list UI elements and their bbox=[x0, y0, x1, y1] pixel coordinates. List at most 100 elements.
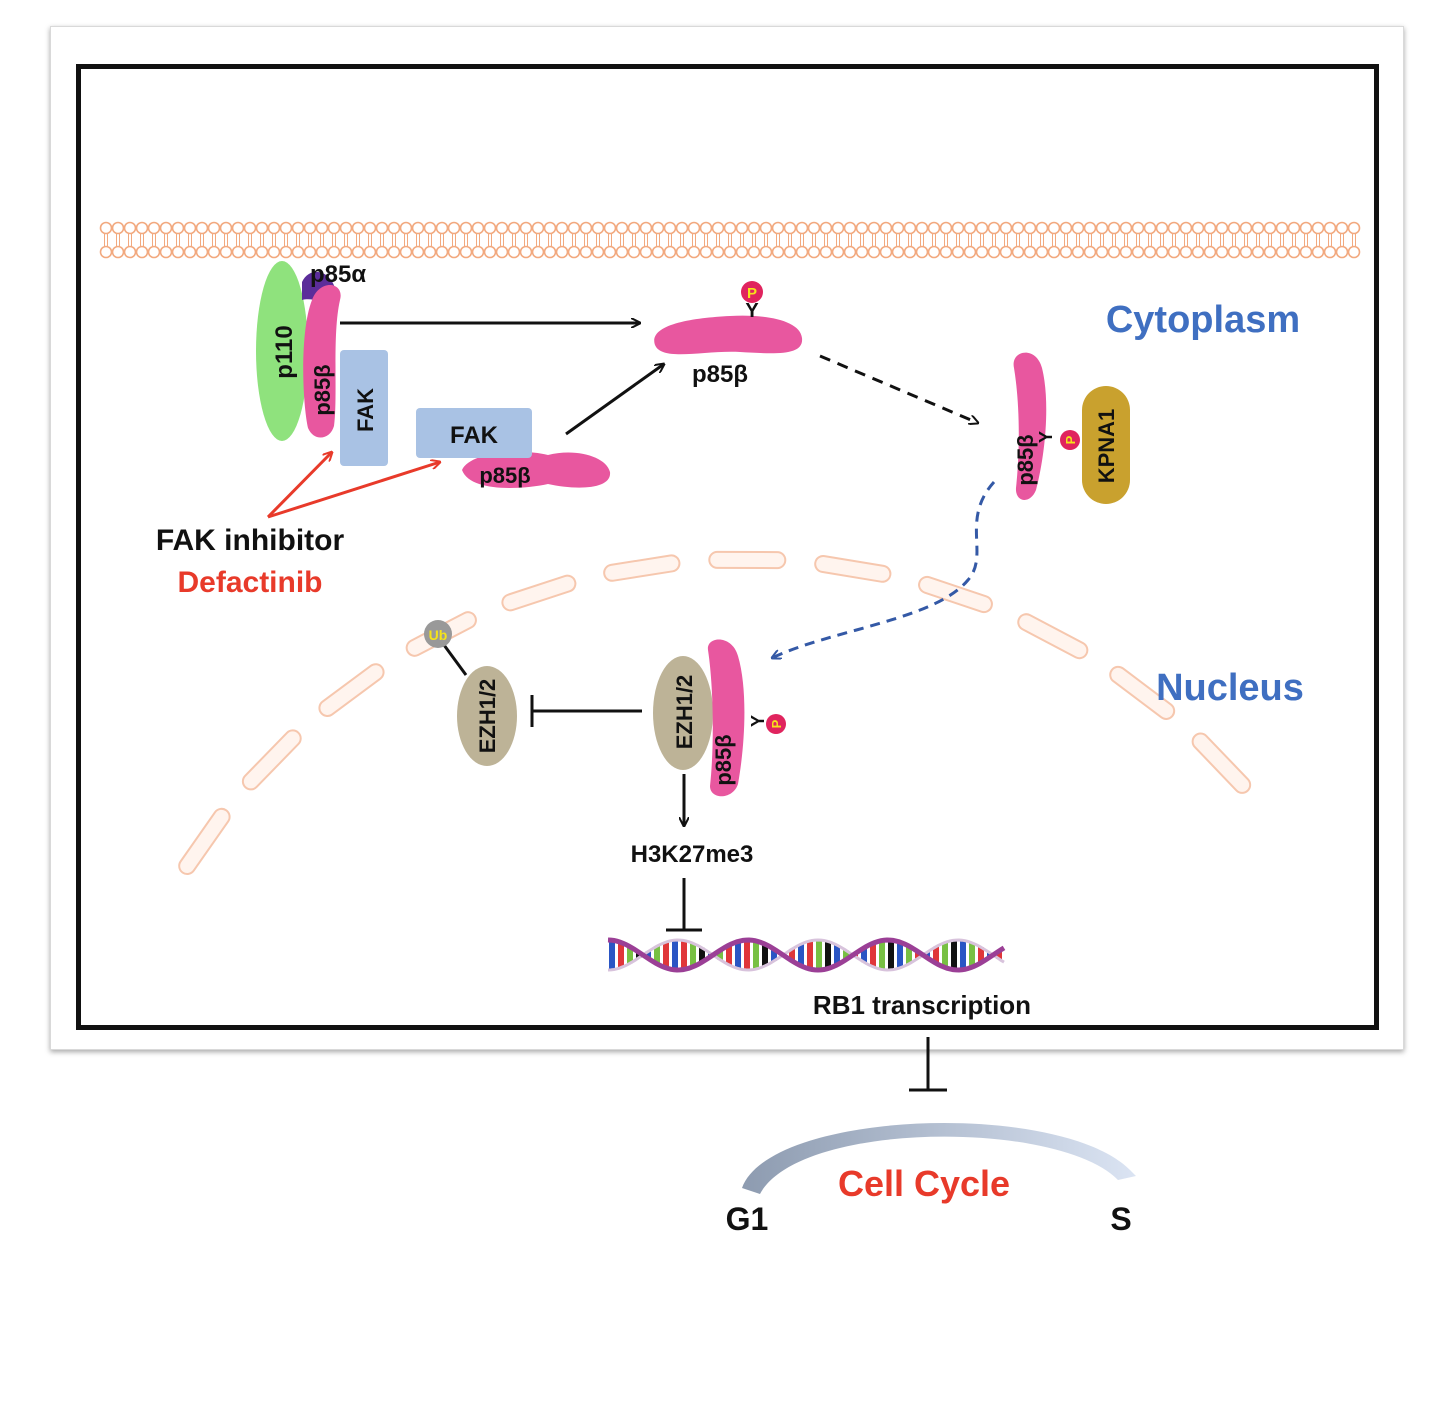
lipid-head bbox=[615, 221, 629, 235]
lipid-head bbox=[639, 221, 653, 235]
lipid-head bbox=[303, 245, 317, 259]
envelope-pore-segment bbox=[318, 663, 385, 717]
lipid-head bbox=[987, 245, 1001, 259]
lipid-head bbox=[1059, 221, 1073, 235]
lipid-head bbox=[1179, 221, 1193, 235]
fak-free-label: FAK bbox=[450, 422, 499, 449]
envelope-segment bbox=[814, 555, 892, 583]
envelope-pore-segment bbox=[708, 550, 787, 570]
lipid-head bbox=[735, 221, 749, 235]
lipid-head bbox=[1011, 245, 1025, 259]
lipid-head bbox=[495, 245, 509, 259]
lipid-head bbox=[867, 245, 881, 259]
lipid-head bbox=[867, 221, 881, 235]
lipid-head bbox=[1335, 245, 1349, 259]
lipid-head bbox=[807, 221, 821, 235]
lipid-head bbox=[999, 221, 1013, 235]
lipid-head bbox=[1059, 245, 1073, 259]
lipid-head bbox=[255, 221, 269, 235]
lipid-head bbox=[1299, 221, 1313, 235]
lipid-head bbox=[879, 245, 893, 259]
lipid-head bbox=[663, 221, 677, 235]
nuclear-phospho-circle bbox=[766, 714, 786, 734]
lipid-head bbox=[567, 245, 581, 259]
lipid-head bbox=[1131, 221, 1145, 235]
lipid-head bbox=[855, 221, 869, 235]
lipid-head bbox=[1119, 245, 1133, 259]
lipid-head bbox=[147, 221, 161, 235]
lipid-head bbox=[447, 221, 461, 235]
kpna1-label: KPNA1 bbox=[1094, 409, 1119, 484]
lipid-head bbox=[963, 245, 977, 259]
lipid-head bbox=[531, 245, 545, 259]
lipid-head bbox=[567, 221, 581, 235]
lipid-head bbox=[675, 221, 689, 235]
lipid-head bbox=[1299, 245, 1313, 259]
lipid-head bbox=[543, 245, 557, 259]
lipid-head bbox=[843, 221, 857, 235]
lipid-head bbox=[819, 221, 833, 235]
lipid-head bbox=[387, 245, 401, 259]
lipid-head bbox=[591, 245, 605, 259]
dna-strand-back bbox=[607, 938, 1005, 972]
lipid-head bbox=[1071, 245, 1085, 259]
lipid-head bbox=[1047, 245, 1061, 259]
lipid-head bbox=[387, 221, 401, 235]
lipid-head bbox=[1227, 221, 1241, 235]
ub-circle bbox=[424, 620, 452, 648]
lipid-head bbox=[747, 245, 761, 259]
lipid-head bbox=[1347, 245, 1361, 259]
lipid-head bbox=[1179, 245, 1193, 259]
ub-ezh-complex: Ub EZH1/2 bbox=[424, 620, 517, 766]
lipid-head bbox=[159, 245, 173, 259]
lipid-head bbox=[99, 245, 113, 259]
envelope-segment bbox=[1109, 665, 1176, 720]
lipid-head bbox=[1191, 221, 1205, 235]
lipid-head bbox=[459, 221, 473, 235]
lipid-head bbox=[951, 245, 965, 259]
lipid-head bbox=[795, 221, 809, 235]
lipid-head bbox=[495, 221, 509, 235]
lipid-head bbox=[627, 245, 641, 259]
lipid-head bbox=[1239, 221, 1253, 235]
ezh-active-protein bbox=[653, 656, 713, 770]
lipid-head bbox=[1203, 221, 1217, 235]
lipid-head bbox=[195, 245, 209, 259]
lipid-head bbox=[483, 245, 497, 259]
lipid-head bbox=[1131, 245, 1145, 259]
lipid-head bbox=[651, 245, 665, 259]
lipid-head bbox=[1227, 245, 1241, 259]
lipid-head bbox=[1323, 245, 1337, 259]
lipid-head bbox=[351, 245, 365, 259]
fak-free-box bbox=[416, 408, 532, 458]
ub-label: Ub bbox=[429, 627, 448, 643]
lipid-head bbox=[1035, 221, 1049, 235]
lipid-head bbox=[627, 221, 641, 235]
p85b-complex-label: p85β bbox=[310, 364, 335, 415]
lipid-head bbox=[471, 221, 485, 235]
lipid-head bbox=[1155, 245, 1169, 259]
lipid-head bbox=[243, 245, 257, 259]
import-phospho-circle bbox=[1060, 430, 1080, 450]
lipid-head bbox=[831, 245, 845, 259]
lipid-head bbox=[99, 221, 113, 235]
envelope-pore-segment bbox=[1017, 613, 1089, 660]
lipid-head bbox=[1095, 221, 1109, 235]
lipid-head bbox=[771, 245, 785, 259]
kpna1-box bbox=[1082, 386, 1130, 504]
lipid-head bbox=[1311, 221, 1325, 235]
lipid-head bbox=[687, 245, 701, 259]
lipid-head bbox=[171, 221, 185, 235]
lipid-head bbox=[579, 221, 593, 235]
envelope-segment bbox=[318, 663, 385, 717]
lipid-head bbox=[855, 245, 869, 259]
lipid-head bbox=[135, 245, 149, 259]
lipid-head bbox=[1107, 221, 1121, 235]
lipid-head bbox=[339, 245, 353, 259]
nuclear-tyrosine-label: Y bbox=[748, 715, 768, 727]
lipid-head bbox=[1011, 221, 1025, 235]
lipid-head bbox=[735, 245, 749, 259]
lipid-head bbox=[1167, 221, 1181, 235]
lipid-head bbox=[963, 221, 977, 235]
